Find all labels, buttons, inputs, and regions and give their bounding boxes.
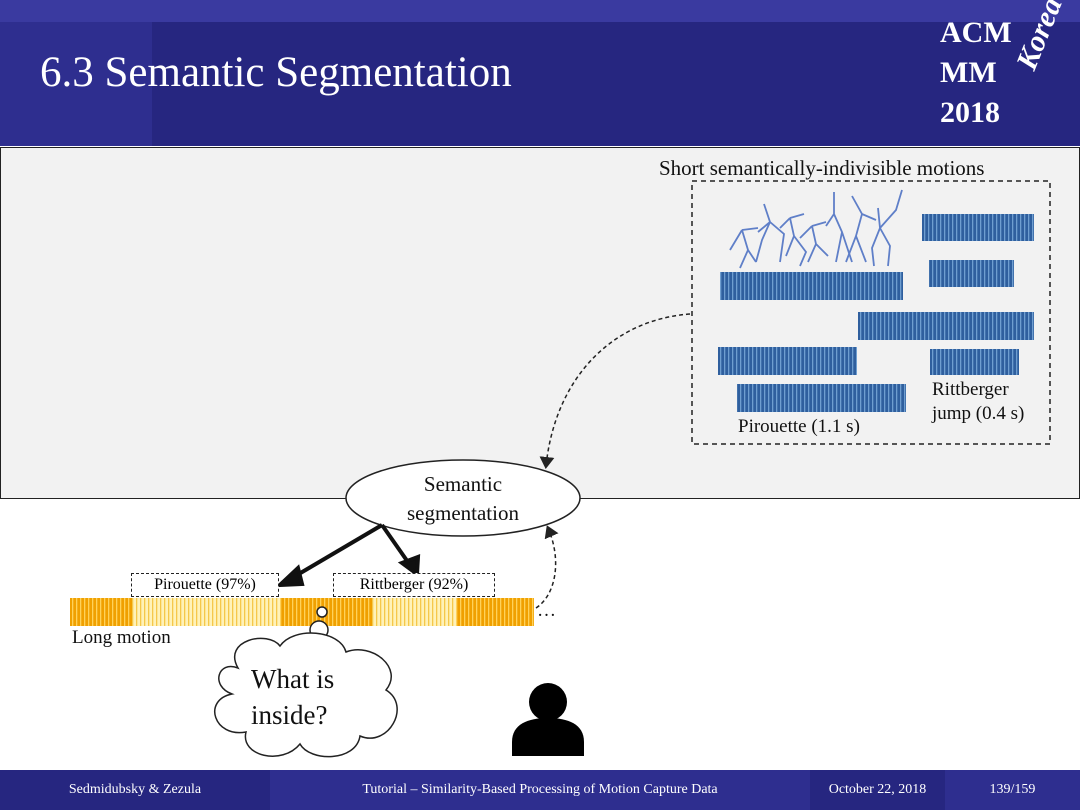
footer-page-number: 139/159 [989, 782, 1036, 797]
motion-bar [930, 349, 1019, 375]
short-motions-box [691, 180, 1051, 445]
motion-bar [720, 272, 903, 300]
motion-bar [929, 260, 1014, 287]
segmentation-node-line1: Semantic [423, 472, 503, 496]
pirouette-label: Pirouette (1.1 s) [738, 416, 860, 437]
logo-acm: ACM [940, 16, 1012, 49]
footer-date: October 22, 2018 [810, 770, 945, 810]
rittberger-label-line2: jump (0.4 s) [932, 403, 1025, 424]
long-motion-segment [372, 598, 456, 626]
long-motion-segment [132, 598, 280, 626]
footer-authors: Sedmidubsky & Zezula [0, 770, 270, 810]
segmentation-node-line2: segmentation [407, 501, 519, 525]
thought-cloud [214, 606, 398, 758]
dashed-arrow-from-long-motion [535, 525, 559, 609]
header-top-strip [0, 0, 1080, 22]
thought-line2: inside? [251, 700, 328, 730]
logo-year: 2018 [940, 96, 1000, 129]
thought-line1: What is [251, 664, 335, 694]
slide-title: 6.3 Semantic Segmentation [40, 49, 512, 96]
long-motion-segment [70, 598, 132, 626]
dashed-arrow-to-node [539, 313, 691, 469]
result-arrows [274, 523, 421, 588]
motion-bar [718, 347, 857, 375]
segmentation-node [345, 459, 581, 537]
long-motion-segment [456, 598, 534, 626]
rittberger-label-line1: Rittberger [932, 379, 1009, 400]
motion-bar-pirouette [737, 384, 906, 412]
header-band [152, 22, 1080, 146]
short-motions-panel [0, 147, 1080, 499]
long-motion-ellipsis: … [537, 600, 556, 621]
result-label-rittberger: Rittberger (92%) [333, 573, 495, 597]
footer-tutorial-title: Tutorial – Similarity-Based Processing o… [362, 782, 718, 797]
motion-bar [858, 312, 1034, 340]
motion-bar [922, 214, 1034, 241]
slide-footer: Sedmidubsky & Zezula Tutorial – Similari… [0, 770, 1080, 810]
logo-mm: MM [940, 56, 997, 89]
short-motions-heading: Short semantically-indivisible motions [659, 156, 985, 180]
skeleton-figures [729, 189, 903, 269]
result-label-pirouette: Pirouette (97%) [131, 573, 279, 597]
person-icon [512, 683, 584, 756]
long-motion-label: Long motion [72, 627, 171, 648]
